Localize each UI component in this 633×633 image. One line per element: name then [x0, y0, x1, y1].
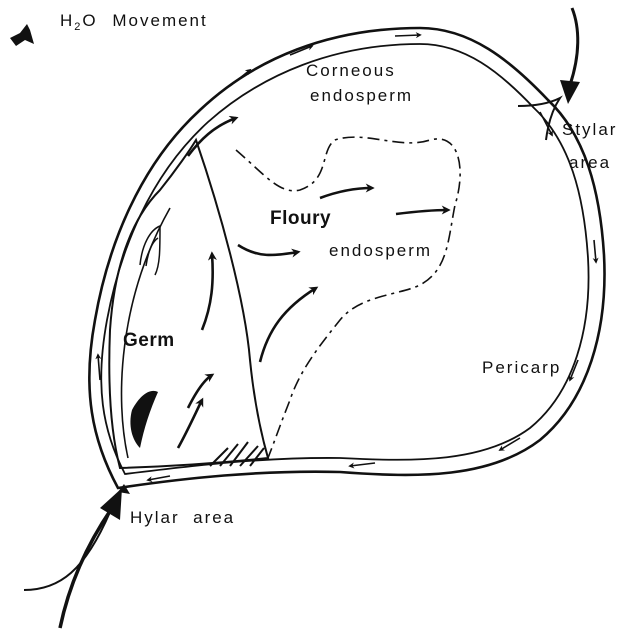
hylar-entry-arrow — [24, 484, 130, 628]
hylar-label: Hylar area — [130, 508, 235, 528]
floury-endosperm-label: endosperm — [329, 241, 432, 261]
stylar-entry-arrow — [560, 8, 580, 104]
floury-boundary — [236, 137, 460, 458]
legend-o: O — [82, 11, 97, 30]
radicle-shape — [130, 391, 158, 448]
pericarp-label: Pericarp — [482, 358, 561, 378]
legend-movement: Movement — [112, 11, 207, 30]
germ-label: Germ — [123, 330, 175, 352]
corneous-label-1: Corneous — [306, 61, 396, 81]
stylar-label-2: area — [569, 153, 611, 173]
floury-label: Floury — [270, 208, 331, 230]
corneous-label-2: endosperm — [310, 86, 413, 106]
stylar-label-1: Stylar — [562, 120, 617, 140]
legend-h: H — [60, 11, 74, 30]
interior-flow-arrows — [178, 118, 448, 448]
legend-label: H2O Movement — [60, 11, 208, 33]
legend-arrow-icon — [10, 24, 34, 46]
